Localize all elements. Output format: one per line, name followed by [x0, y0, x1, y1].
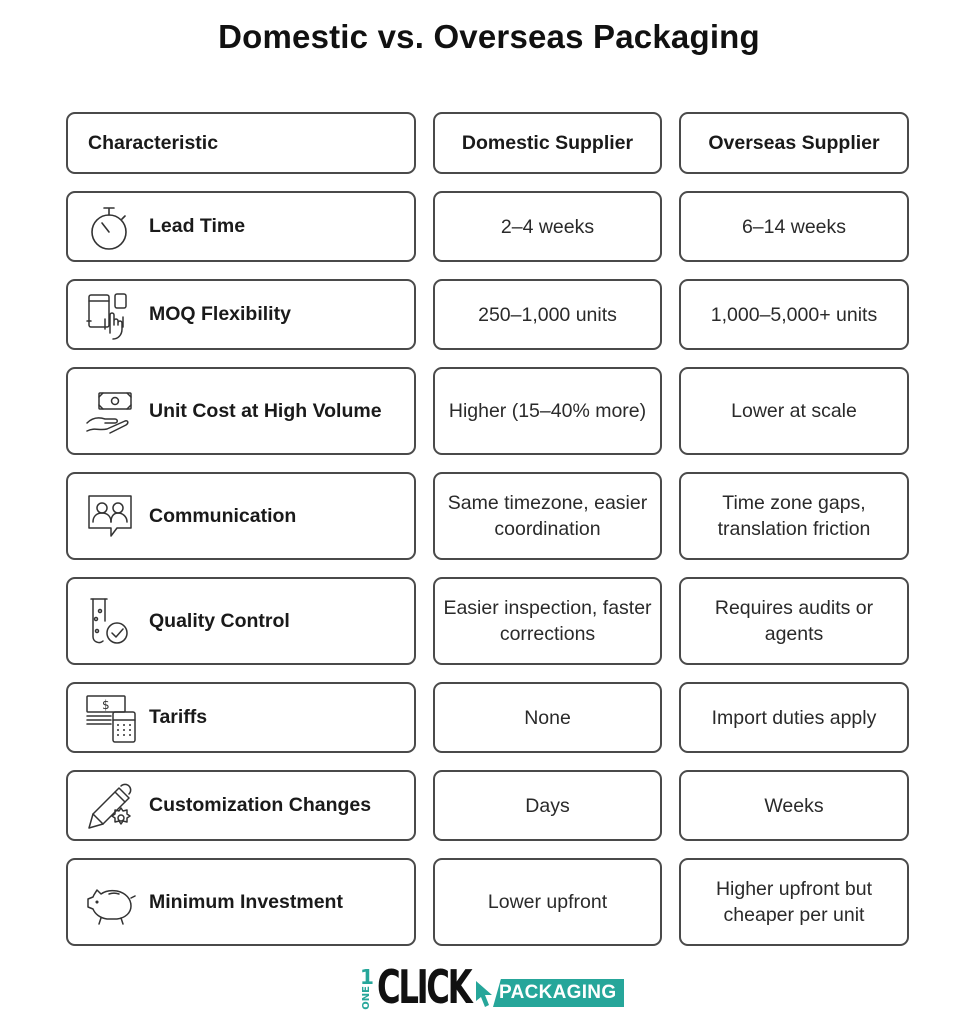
row-communication-label-cell: Communication	[66, 472, 416, 560]
stopwatch-icon	[83, 199, 139, 255]
chat-people-icon	[83, 488, 139, 544]
header-characteristic: Characteristic	[66, 112, 416, 174]
row-communication-overseas: Time zone gaps, translation friction	[679, 472, 909, 560]
svg-text:$: $	[102, 698, 110, 712]
row-minimum-investment-label-cell: Minimum Investment	[66, 858, 416, 946]
row-label: Communication	[149, 504, 297, 527]
cash-calculator-icon: $	[83, 690, 139, 746]
money-hand-icon	[83, 383, 139, 439]
row-moq-domestic: 250–1,000 units	[433, 279, 662, 350]
row-quality-control-label-cell: Quality Control	[66, 577, 416, 665]
row-moq-overseas: 1,000–5,000+ units	[679, 279, 909, 350]
page-title: Domestic vs. Overseas Packaging	[218, 18, 760, 55]
row-quality-control-domestic: Easier inspection, faster corrections	[433, 577, 662, 665]
row-minimum-investment-domestic: Lower upfront	[433, 858, 662, 946]
row-minimum-investment-overseas: Higher upfront but cheaper per unit	[679, 858, 909, 946]
row-communication-domestic: Same timezone, easier coordination	[433, 472, 662, 560]
row-label: Lead Time	[149, 215, 246, 237]
cursor-arrow-icon	[473, 979, 495, 1009]
header-domestic-supplier: Domestic Supplier	[433, 112, 662, 174]
row-label: Unit Cost at High Volume	[149, 399, 382, 422]
row-label: Minimum Investment	[149, 890, 343, 913]
row-label: Tariffs	[149, 706, 208, 728]
row-quality-control-overseas: Requires audits or agents	[679, 577, 909, 665]
row-lead-time-overseas: 6–14 weeks	[679, 191, 909, 262]
piggy-bank-icon	[83, 874, 139, 930]
row-unit-cost-overseas: Lower at scale	[679, 367, 909, 455]
row-customization-domestic: Days	[433, 770, 662, 841]
header-overseas-supplier: Overseas Supplier	[679, 112, 909, 174]
row-tariffs-domestic: None	[433, 682, 662, 753]
logo-one-text: ONE	[361, 986, 372, 1010]
row-customization-overseas: Weeks	[679, 770, 909, 841]
row-label: MOQ Flexibility	[149, 303, 291, 325]
logo-one-digit: 1	[360, 965, 374, 990]
brand-logo: 1 ONE CLICK PACKAGING	[359, 960, 625, 1014]
row-tariffs-label-cell: $ Tariffs	[66, 682, 416, 753]
logo-packaging-text: PACKAGING	[493, 979, 625, 1007]
logo-one-mark: 1 ONE	[359, 964, 375, 1010]
row-unit-cost-label-cell: Unit Cost at High Volume	[66, 367, 416, 455]
row-customization-label-cell: Customization Changes	[66, 770, 416, 841]
row-moq-label-cell: MOQ Flexibility	[66, 279, 416, 350]
logo-click-text: CLICK	[377, 960, 473, 1014]
test-tube-check-icon	[83, 593, 139, 649]
row-unit-cost-domestic: Higher (15–40% more)	[433, 367, 662, 455]
row-lead-time-label-cell: Lead Time	[66, 191, 416, 262]
touch-devices-icon	[83, 287, 139, 343]
row-label: Customization Changes	[149, 794, 372, 816]
row-label: Quality Control	[149, 609, 290, 632]
row-tariffs-overseas: Import duties apply	[679, 682, 909, 753]
row-lead-time-domestic: 2–4 weeks	[433, 191, 662, 262]
pencil-gear-icon	[83, 778, 139, 834]
